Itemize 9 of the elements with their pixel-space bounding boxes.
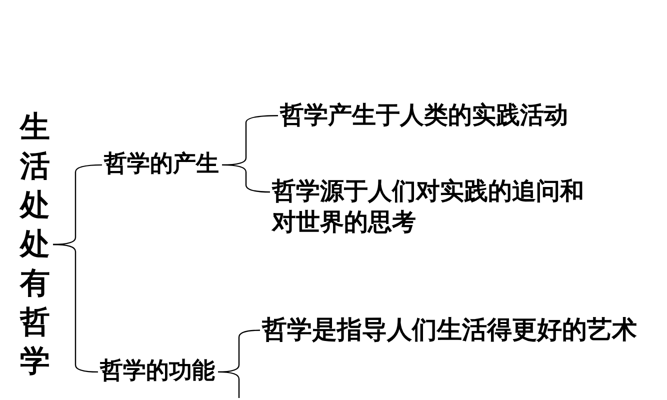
brace-line xyxy=(218,371,240,398)
topic-text: 哲学的产生 xyxy=(104,150,219,180)
topic-text: 哲学源于人们对实践的追问和对世界的思考 xyxy=(272,176,602,238)
vertical-title: 生活处处有哲学 xyxy=(20,108,50,381)
topic-text: 哲学的功能 xyxy=(100,357,215,387)
brace-line xyxy=(222,164,270,193)
brace-line xyxy=(53,244,98,373)
topic-text: 哲学是指导人们生活得更好的艺术 xyxy=(262,314,637,346)
topic-text: 哲学产生于人类的实践活动 xyxy=(280,100,568,132)
